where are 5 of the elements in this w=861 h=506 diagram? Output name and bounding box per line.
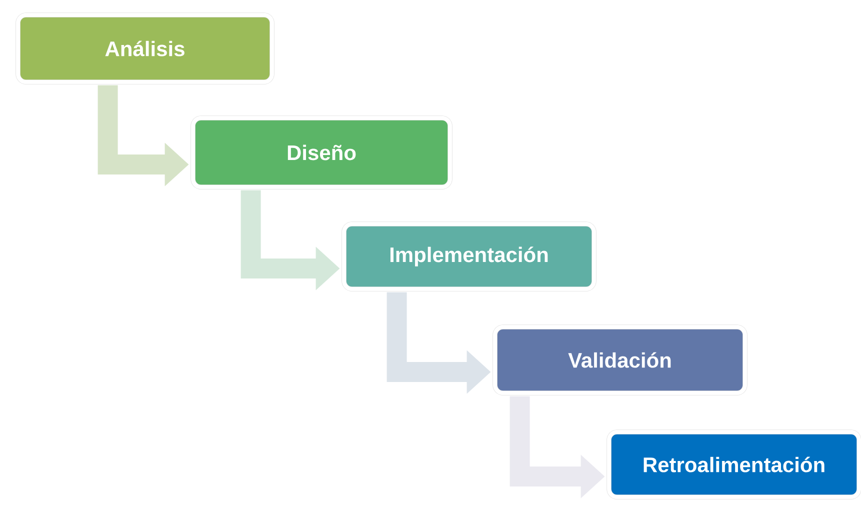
process-box: Implementación — [342, 222, 596, 292]
process-box: Análisis — [16, 12, 274, 84]
process-box: Retroalimentación — [606, 430, 861, 500]
process-box: Diseño — [190, 116, 452, 190]
process-box: Validación — [492, 324, 748, 396]
